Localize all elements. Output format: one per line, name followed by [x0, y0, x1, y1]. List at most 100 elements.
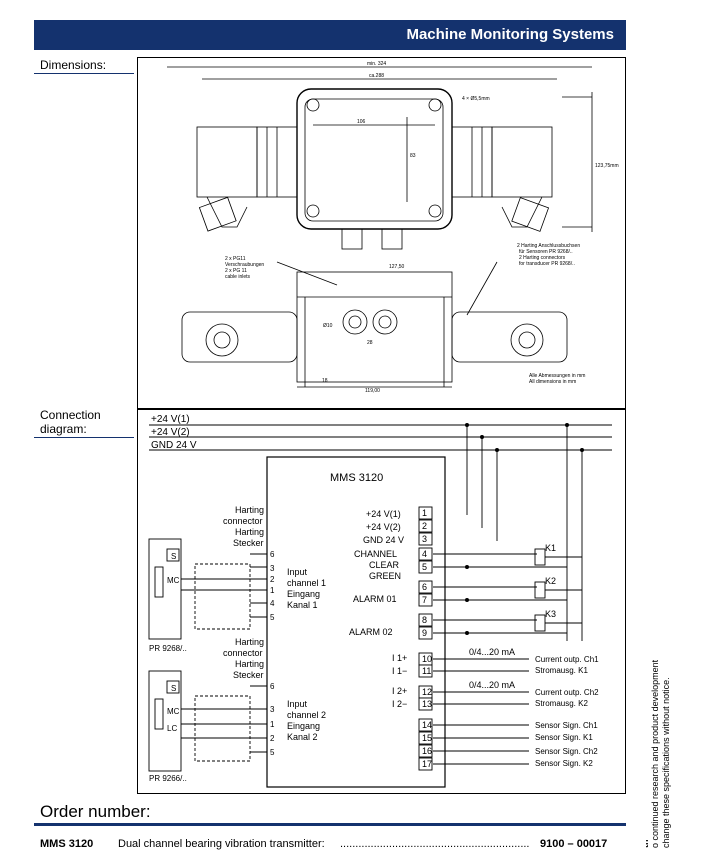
connection-rule	[34, 437, 134, 438]
sens2-de: Sensor Sign. K2	[535, 759, 593, 768]
sensor-1-mc: MC	[167, 576, 180, 585]
terminal-num-13: 13	[422, 699, 432, 709]
sensor1-label: PR 9268/..	[149, 644, 187, 653]
terminal-num-5: 5	[422, 562, 427, 572]
sidenote-line1: o continued research and product develop…	[650, 659, 660, 848]
sidenote: o continued research and product develop…	[646, 659, 671, 849]
harting-text-3: 2 Harting connectors	[519, 255, 566, 261]
header-title: Machine Monitoring Systems	[406, 26, 614, 43]
order-dots: ........................................…	[340, 838, 530, 850]
bracket-right	[451, 311, 568, 363]
terminal-num-6: 6	[422, 582, 427, 592]
input1-b: channel 1	[287, 578, 326, 588]
sensor-2-lc: LC	[167, 724, 177, 733]
order-rule	[34, 823, 626, 826]
term-label-2: +24 V(2)	[366, 522, 401, 532]
sensor-1	[148, 538, 182, 640]
terminal-box-2	[418, 519, 433, 533]
input1-a: Input	[287, 567, 308, 577]
relay-k1-label: K1	[545, 543, 556, 553]
housing-lid	[304, 98, 444, 222]
harting-b: connector	[223, 516, 263, 526]
dim-text-106: 106	[357, 119, 366, 125]
terminal-box-9	[418, 626, 433, 640]
terminal-box-13	[418, 697, 433, 711]
dimensions-frame	[137, 57, 626, 409]
dim-text-28: 28	[367, 340, 373, 346]
input1-d: Kanal 1	[287, 600, 318, 610]
ch-clear-3: GREEN	[369, 571, 401, 581]
dim-text-123: 123,75mm	[595, 163, 619, 169]
terminal-num-8: 8	[422, 615, 427, 625]
i2m: I 2−	[392, 699, 407, 709]
shield-1	[194, 563, 251, 630]
terminal-box-15	[418, 731, 433, 745]
harting-2d: Stecker	[233, 670, 264, 680]
order-description: Dual channel bearing vibration transmitt…	[118, 838, 325, 850]
dim-text-10: Ø10	[323, 323, 333, 329]
harting-2c: Harting	[235, 659, 264, 669]
input2-c: Eingang	[287, 721, 320, 731]
device-box	[266, 456, 446, 788]
input1-c: Eingang	[287, 589, 320, 599]
terminal-num-3: 3	[422, 534, 427, 544]
terminal-box-7	[418, 593, 433, 607]
pg-text-1: 2 x PG11	[225, 256, 246, 262]
pin2-2: 1	[270, 720, 275, 729]
out1-en: Current outp. Ch1	[535, 655, 599, 664]
rail-gnd: GND 24 V	[151, 440, 197, 451]
terminal-box-4	[418, 547, 433, 561]
terminal-box-11	[418, 664, 433, 678]
terminal-num-10: 10	[422, 654, 432, 664]
sensor-1-s-label: S	[171, 552, 176, 561]
shield-2	[194, 695, 251, 762]
mount-hole-4	[428, 204, 442, 218]
terminal-num-2: 2	[422, 521, 427, 531]
alarm-01: ALARM 01	[353, 594, 397, 604]
current-range-2: 0/4...20 mA	[469, 680, 515, 690]
side-gland-1	[342, 309, 368, 335]
out2-de: Stromausg. K2	[535, 699, 588, 708]
cable-gland-2	[381, 228, 403, 250]
terminal-num-15: 15	[422, 733, 432, 743]
relay-k3	[534, 614, 546, 632]
term-label-3: GND 24 V	[363, 535, 404, 545]
term-label-1: +24 V(1)	[366, 509, 401, 519]
sensor-2	[148, 670, 182, 772]
terminal-box-17	[418, 757, 433, 771]
sidenote-line3: th	[646, 840, 650, 849]
bracket-left	[181, 311, 298, 363]
terminal-box-6	[418, 580, 433, 594]
pin1-5: 5	[270, 613, 275, 622]
device-name: MMS 3120	[330, 472, 383, 484]
pin2-4: 5	[270, 748, 275, 757]
relay-k1	[534, 548, 546, 566]
dim-text-127: 127,50	[389, 264, 405, 270]
terminal-num-7: 7	[422, 595, 427, 605]
header-banner: Machine Monitoring Systems	[34, 20, 626, 50]
dim-text-324: min. 324	[367, 61, 386, 67]
terminal-box-3	[418, 532, 433, 546]
sensor2-label: PR 9266/..	[149, 774, 187, 783]
pin1-2: 2	[270, 575, 275, 584]
dimensions-rule	[34, 73, 134, 74]
dim-text-18: 18	[322, 378, 328, 384]
relay-k3-label: K3	[545, 609, 556, 619]
sensor-2-s-label: S	[171, 684, 176, 693]
i2p: I 2+	[392, 686, 407, 696]
sens2-en: Sensor Sign. Ch2	[535, 747, 598, 756]
ch-clear-2: CLEAR	[369, 560, 400, 570]
dim-text-holes: 4 × Ø5,5mm	[462, 96, 490, 102]
connection-label-1: Connection	[40, 408, 101, 422]
sensor-1-s	[166, 548, 180, 562]
terminal-box-14	[418, 718, 433, 732]
pin1-3: 1	[270, 586, 275, 595]
connection-frame	[137, 409, 626, 794]
sens1-en: Sensor Sign. Ch1	[535, 721, 598, 730]
out2-en: Current outp. Ch2	[535, 688, 599, 697]
connection-label-2: diagram:	[40, 422, 87, 436]
terminal-num-11: 11	[422, 666, 431, 676]
units-text-en: All dimensions in mm	[529, 379, 576, 385]
pin1-4: 4	[270, 599, 275, 608]
dimensions-label: Dimensions:	[40, 58, 107, 72]
